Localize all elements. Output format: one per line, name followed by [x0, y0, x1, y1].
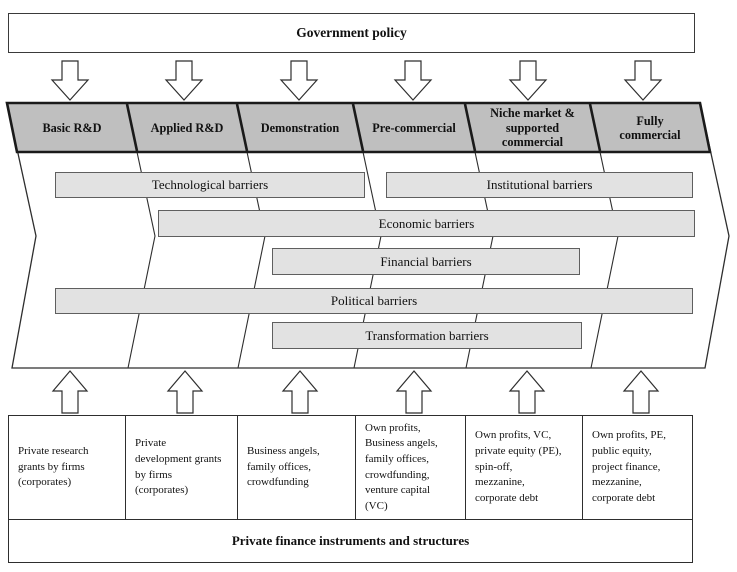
finance-cell-pre-commercial: Own profits, Business angels, family off…: [356, 416, 466, 519]
stage-header-divider: [588, 103, 602, 152]
down-arrow-icon: [393, 60, 433, 101]
private-finance-footer-label: Private finance instruments and structur…: [231, 533, 470, 548]
barrier-label: Financial barriers: [380, 253, 472, 269]
stage-header-applied-rd: Applied R&D: [132, 103, 242, 153]
stage-label: Pre-commercial: [372, 120, 456, 135]
finance-cell-text: Own profits, PE, public equity, project …: [592, 429, 666, 504]
barrier-bar-economic: Economic barriers: [158, 210, 695, 237]
stage-label: Basic R&D: [42, 120, 102, 135]
down-arrow-icon: [508, 60, 548, 101]
up-arrow-icon: [166, 370, 204, 414]
barrier-label: Economic barriers: [378, 215, 475, 231]
stage-header-divider: [235, 103, 249, 152]
finance-cell-text: Business angels, family offices, crowdfu…: [247, 445, 320, 489]
barrier-label: Transformation barriers: [365, 327, 489, 343]
barrier-label: Political barriers: [330, 293, 418, 308]
private-finance-section: Private research grants by firms (corpor…: [8, 415, 693, 563]
finance-instrument-cells: Private research grants by firms (corpor…: [9, 416, 692, 519]
stage-header-divider: [125, 103, 139, 152]
up-arrow-icon: [508, 370, 546, 414]
down-arrow-icon: [279, 60, 319, 101]
barrier-bar-transformation: Transformation barriers: [272, 322, 582, 349]
finance-cell-fully-commercial: Own profits, PE, public equity, project …: [583, 416, 692, 519]
stage-header-divider: [351, 103, 365, 152]
finance-cell-text: Own profits, Business angels, family off…: [365, 421, 438, 512]
up-arrow-icon: [51, 370, 89, 414]
stage-header-demonstration: Demonstration: [242, 103, 358, 153]
government-policy-box: Government policy: [8, 13, 695, 53]
stage-label: Fully commercial: [619, 113, 681, 143]
down-arrow-icon: [164, 60, 204, 101]
barrier-bar-institutional: Institutional barriers: [386, 172, 693, 198]
finance-cell-applied-rd: Private development grants by firms (cor…: [126, 416, 238, 519]
stage-header-dividers: [125, 103, 602, 152]
stage-header-basic-rd: Basic R&D: [12, 103, 132, 153]
barrier-bar-political: Political barriers: [55, 288, 693, 314]
down-arrow-icon: [50, 60, 90, 101]
private-finance-footer: Private finance instruments and structur…: [9, 519, 692, 562]
stage-label: Applied R&D: [150, 120, 224, 135]
down-arrow-icon: [623, 60, 663, 101]
stage-label: Demonstration: [260, 120, 340, 135]
up-arrow-icon: [281, 370, 319, 414]
barrier-label: Institutional barriers: [486, 177, 593, 192]
up-arrow-icon: [622, 370, 660, 414]
finance-arrows: [51, 370, 660, 414]
policy-arrows: [50, 60, 663, 101]
finance-cell-text: Own profits, VC, private equity (PE), sp…: [475, 429, 562, 504]
finance-cell-text: Private development grants by firms (cor…: [135, 437, 222, 497]
barrier-bar-technological: Technological barriers: [55, 172, 365, 198]
stage-header-niche-market: Niche market & supported commercial: [470, 103, 595, 153]
barrier-label: Technological barriers: [151, 177, 269, 192]
finance-cell-text: Private research grants by firms (corpor…: [18, 445, 89, 489]
finance-cell-basic-rd: Private research grants by firms (corpor…: [9, 416, 126, 519]
government-policy-label: Government policy: [296, 25, 407, 40]
stage-header-pre-commercial: Pre-commercial: [358, 103, 470, 153]
stage-label: Niche market & supported commercial: [490, 106, 575, 150]
barrier-bar-financial: Financial barriers: [272, 248, 580, 275]
finance-cell-demonstration: Business angels, family offices, crowdfu…: [238, 416, 356, 519]
stage-header-divider: [463, 103, 477, 152]
stage-header-fully-commercial: Fully commercial: [595, 103, 705, 153]
up-arrow-icon: [395, 370, 433, 414]
finance-cell-niche-market: Own profits, VC, private equity (PE), sp…: [466, 416, 583, 519]
